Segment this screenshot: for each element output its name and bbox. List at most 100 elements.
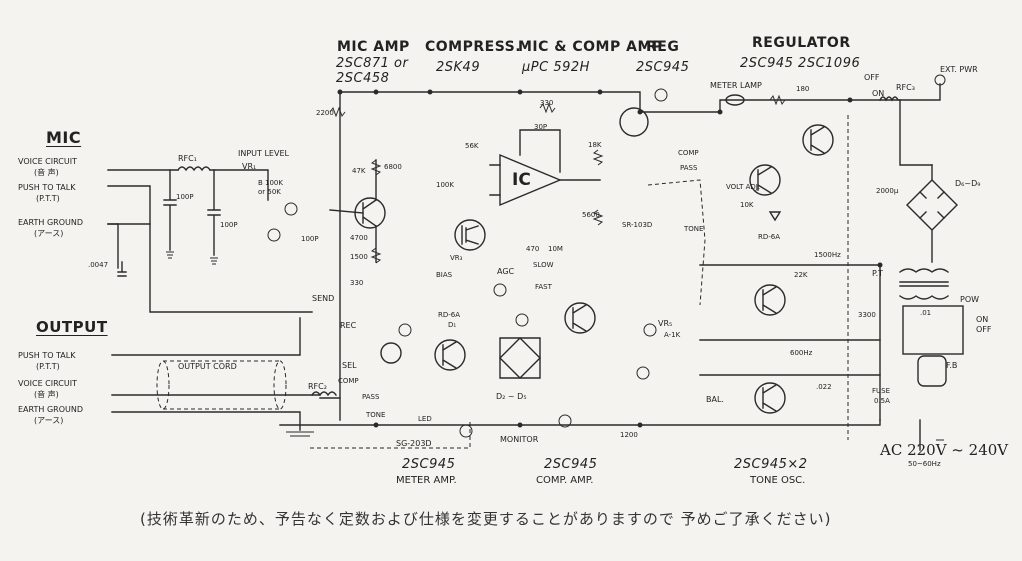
led-label: LED (418, 415, 432, 423)
fb-label: F.B (946, 361, 958, 370)
bias-label: BIAS (436, 271, 453, 279)
c100p-1: 100P (176, 193, 194, 201)
mic-amp-part-2: 2SC458 (336, 71, 390, 86)
d6d9-label: D₆~D₉ (955, 179, 981, 188)
output-cord-label: OUTPUT CORD (178, 362, 237, 371)
rd6a-label: RD-6A (438, 311, 461, 319)
sel-comp-label: COMP (338, 377, 359, 385)
reg-part: 2SC945 (636, 60, 690, 75)
tone-transistors (699, 264, 881, 421)
pow-on-label: ON (976, 315, 989, 324)
output-earth-jp: (アース) (34, 416, 64, 425)
r18k: 18K (588, 141, 602, 149)
regulator-header: REGULATOR (752, 35, 851, 51)
agc-label: AGC (497, 267, 515, 276)
output-ptt-label: PUSH TO TALK (18, 351, 76, 360)
power-supply (899, 99, 964, 451)
meter-lamp (725, 94, 899, 106)
meter-amp-part: 2SC945 (402, 457, 456, 472)
sr103d-label: SR-103D (622, 221, 653, 229)
pass-switch-label: PASS (680, 164, 698, 172)
mic-earth-jp: (アース) (34, 229, 64, 238)
sel-pass-label: PASS (362, 393, 380, 401)
sel-tone-label: TONE (366, 411, 386, 419)
mic-comp-amp-header: MIC & COMP AMP (518, 39, 663, 55)
c100p-3: 100P (301, 235, 319, 243)
ac-frequency-label: 50~60Hz (908, 460, 941, 468)
c2000u-label: 2000μ (876, 187, 899, 195)
input-level-label: INPUT LEVEL (238, 149, 289, 158)
r3300-label: 3300 (858, 311, 876, 319)
slow-label: SLOW (533, 261, 554, 269)
r2200: 2200 (316, 109, 334, 117)
output-earth-label: EARTH GROUND (18, 405, 84, 414)
comp-amp-part: 2SC945 (544, 457, 598, 472)
c100p-2: 100P (220, 221, 238, 229)
mic-amp-header: MIC AMP (337, 39, 410, 55)
send-label: SEND (312, 294, 335, 303)
d2d5-label: D₂ ~ D₅ (496, 392, 527, 401)
tone-600-label: 600Hz (790, 349, 813, 357)
tone-1500-label: 1500Hz (814, 251, 841, 259)
bal-label: BAL. (706, 395, 724, 404)
regulator-transistors (619, 107, 834, 222)
fast-label: FAST (535, 283, 552, 291)
disclaimer-note: (技術革新のため、予告なく定数および仕様を変更することがありますので 予めご了承… (140, 510, 832, 528)
r10k-label: 10K (740, 201, 754, 209)
r330-top: 330 (540, 99, 554, 107)
comp-amp-name: COMP. AMP. (536, 475, 594, 486)
meter-amp-name: METER AMP. (396, 475, 457, 486)
on-label: ON (872, 89, 885, 98)
rfc1-label: RFC₁ (178, 154, 197, 163)
pow-label: POW (960, 295, 980, 304)
mic-ptt-label: PUSH TO TALK (18, 183, 76, 192)
rfc2-label: RFC₂ (308, 382, 327, 391)
sg203d-label: SG-203D (396, 439, 432, 448)
reg-header: REG (646, 39, 680, 55)
d1-label: D₁ (448, 321, 457, 329)
meter-lamp-label: METER LAMP (710, 81, 762, 90)
compress-header: COMPRESS. (425, 39, 522, 55)
ground-symbols (166, 251, 944, 441)
tone-osc-name: TONE OSC. (750, 475, 806, 486)
regulator-parts: 2SC945 2SC1096 (740, 56, 861, 71)
off-label: OFF (864, 73, 880, 82)
c1200-label: 1200 (620, 431, 638, 439)
comp-switch-label: COMP (678, 149, 699, 157)
bottom-rail (279, 397, 881, 426)
vr3-label: VR₃ (450, 254, 463, 262)
mic-title: MIC (46, 128, 82, 147)
r470-label: 470 (526, 245, 540, 253)
r6800: 6800 (384, 163, 402, 171)
mic-amp-part-1: 2SC871 or (336, 56, 409, 71)
vr1-label: VR₁ (242, 162, 257, 171)
fet-compressor (454, 219, 486, 251)
rfc3-label: RFC₃ (896, 83, 915, 92)
monitor-label: MONITOR (500, 435, 539, 444)
output-ptt-jp: (P.T.T) (36, 362, 60, 371)
r47k: 47K (352, 167, 366, 175)
vr5-value: A-1K (664, 331, 681, 339)
top-rail (339, 74, 946, 421)
c022-label: .022 (816, 383, 832, 391)
mic-voice-jp: (音 声) (34, 168, 59, 177)
r22k-label: 22K (794, 271, 808, 279)
r5600: 5600 (582, 211, 600, 219)
vr1-value-2: or 50K (258, 188, 281, 196)
ic-amplifier (489, 129, 601, 207)
ic-symbol-label: IC (512, 170, 531, 190)
r1500: 1500 (350, 253, 368, 261)
compress-part: 2SK49 (436, 60, 481, 75)
rd6a-reg-label: RD-6A (758, 233, 781, 241)
volt-adj-label: VOLT ADJ. (726, 183, 761, 191)
mic-voice-label: VOICE CIRCUIT (18, 157, 77, 166)
r56k: 56K (465, 142, 479, 150)
fuse-value: 0.5A (874, 397, 890, 405)
vr5-label: VR₅ (658, 319, 673, 328)
test-points (267, 202, 657, 438)
vr1-value-1: B 100K (258, 179, 283, 187)
output-title: OUTPUT (36, 318, 108, 336)
mic-ptt-jp: (P.T.T) (36, 194, 60, 203)
